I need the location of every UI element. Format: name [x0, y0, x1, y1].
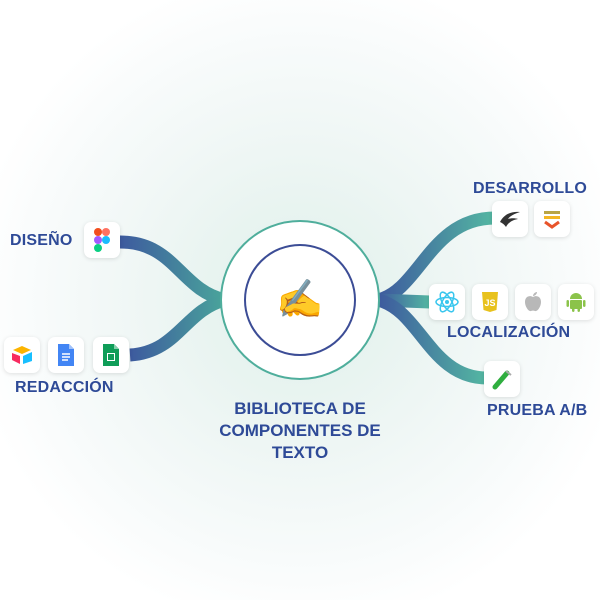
label-development: DESARROLLO: [473, 180, 587, 197]
javascript-icon[interactable]: JS: [472, 284, 508, 320]
link-ab-testing: [375, 293, 488, 385]
link-design: [119, 235, 227, 307]
title-line: BIBLIOTECA DE: [234, 399, 366, 418]
label-design: DISEÑO: [10, 232, 73, 249]
react-icon[interactable]: [429, 284, 465, 320]
google-docs-icon[interactable]: [48, 337, 84, 373]
link-development: [375, 211, 496, 307]
figma-icon[interactable]: [84, 222, 120, 258]
test-tube-icon[interactable]: [484, 361, 520, 397]
stackoverflow-icon[interactable]: [534, 201, 570, 237]
label-ab-testing: PRUEBA A/B: [487, 402, 588, 419]
svg-text:JS: JS: [484, 298, 495, 308]
airtable-icon[interactable]: [4, 337, 40, 373]
label-localization: LOCALIZACIÓN: [447, 324, 571, 341]
apple-icon[interactable]: [515, 284, 551, 320]
center-title: BIBLIOTECA DE COMPONENTES DE TEXTO: [200, 398, 400, 464]
android-icon[interactable]: [558, 284, 594, 320]
label-writing: REDACCIÓN: [15, 379, 114, 396]
title-line: TEXTO: [271, 443, 329, 462]
google-sheets-icon[interactable]: [93, 337, 129, 373]
center-node[interactable]: ✍️: [244, 244, 356, 356]
link-writing: [129, 293, 227, 362]
wing-icon[interactable]: [492, 201, 528, 237]
title-line: COMPONENTES DE: [219, 421, 381, 440]
writing-hand-icon: ✍️: [276, 279, 324, 321]
